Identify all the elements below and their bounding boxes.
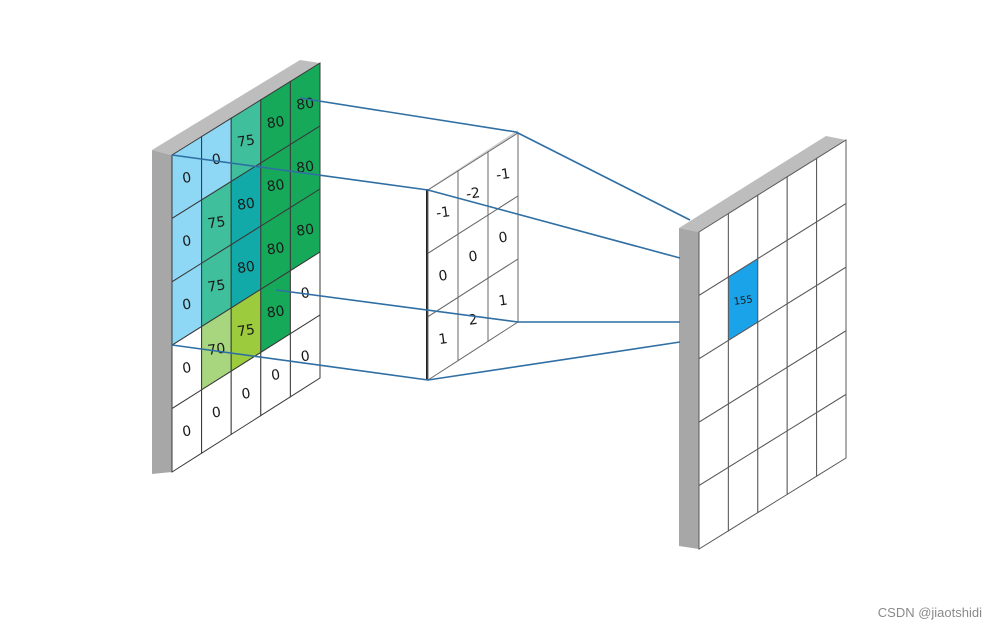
input-cell-value: 75 xyxy=(207,214,227,232)
kernel-cell-value: 2 xyxy=(468,312,479,329)
kernel-cell-value: -2 xyxy=(465,185,481,203)
projection-line xyxy=(427,341,681,381)
input-cell-value: 0 xyxy=(181,233,192,250)
input-cell-value: 0 xyxy=(241,386,252,403)
kernel-cell-value: 0 xyxy=(438,268,449,285)
input-cell-value: 75 xyxy=(236,132,256,150)
output-result-value: 155 xyxy=(733,294,753,308)
projection-line xyxy=(427,189,681,259)
input-cell-value: 75 xyxy=(207,277,227,295)
projection-line xyxy=(515,131,691,221)
projection-line xyxy=(299,97,517,133)
input-values: 007580800758080800758080800707580000000 xyxy=(181,95,315,440)
projection-line xyxy=(275,289,519,323)
input-cell-value: 0 xyxy=(181,360,192,377)
projection-line xyxy=(171,154,429,191)
kernel-cell-value: -1 xyxy=(435,204,451,222)
output-cell xyxy=(816,393,847,478)
input-cell-value: 80 xyxy=(236,259,256,277)
kernel-cell-value: -1 xyxy=(495,166,511,184)
input-feature-map: 007580800758080800758080800707580000000 xyxy=(152,60,321,474)
input-cell-value: 80 xyxy=(266,303,286,321)
input-cell-value: 0 xyxy=(181,170,192,187)
input-grid xyxy=(171,62,321,473)
input-panel-edge xyxy=(152,150,172,474)
input-cell-value: 0 xyxy=(211,151,222,168)
output-panel-top-edge xyxy=(679,136,846,232)
input-cell-value: 0 xyxy=(300,348,311,365)
kernel-values: -1 -2 -1 0 0 0 1 2 1 xyxy=(435,166,511,348)
input-cell-value: 0 xyxy=(270,367,281,384)
input-cell-value: 80 xyxy=(266,240,286,258)
projection-lines xyxy=(171,97,691,381)
output-feature-map: 155 xyxy=(679,136,847,550)
projection-line xyxy=(171,344,429,381)
kernel-cell-value: 0 xyxy=(498,229,509,246)
input-cell-value: 0 xyxy=(181,423,192,440)
input-cell-value: 80 xyxy=(295,222,315,240)
kernel-cell-value: 1 xyxy=(438,331,449,348)
input-cell xyxy=(289,314,321,398)
input-panel-top-edge xyxy=(152,60,320,155)
kernel-cell-value: 0 xyxy=(468,249,479,266)
output-panel-edge xyxy=(679,228,699,549)
input-cell-value: 0 xyxy=(181,297,192,314)
input-cell-value: 80 xyxy=(266,114,286,132)
kernel-cell-value: 1 xyxy=(498,292,509,309)
output-grid xyxy=(698,139,847,550)
input-cell-value: 70 xyxy=(207,341,227,359)
input-cell-value: 75 xyxy=(236,322,256,340)
input-cell-value: 0 xyxy=(211,405,222,422)
watermark: CSDN @jiaotshidi xyxy=(877,605,982,620)
kernel-filter: -1 -2 -1 0 0 0 1 2 1 xyxy=(426,130,519,381)
input-cell-value: 80 xyxy=(236,196,256,214)
input-cell-value: 80 xyxy=(266,177,286,195)
